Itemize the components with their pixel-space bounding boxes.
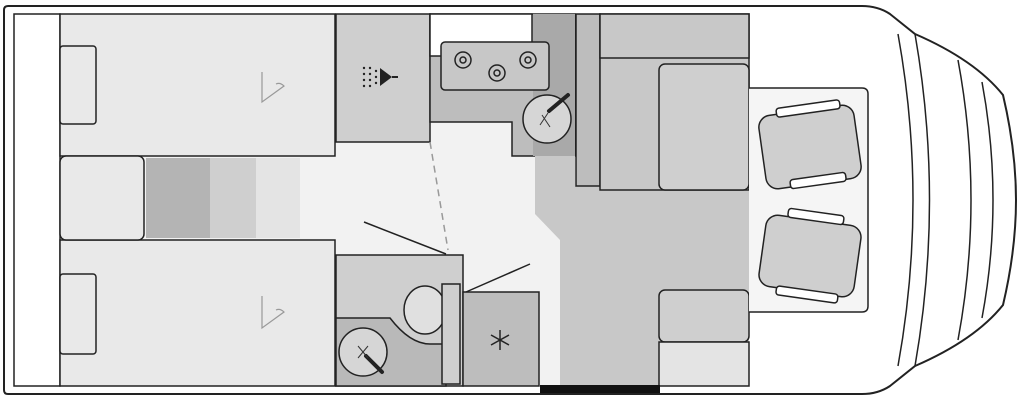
sink-icon bbox=[522, 93, 572, 144]
gas-burner-icon bbox=[454, 51, 537, 82]
cab-seat-icon bbox=[758, 207, 862, 304]
bed-bottom bbox=[59, 239, 336, 387]
bed-step bbox=[59, 155, 145, 241]
pillow-top bbox=[59, 45, 97, 125]
bed-top bbox=[59, 13, 336, 157]
step-shade-2 bbox=[210, 158, 256, 238]
step-shade-3 bbox=[256, 158, 300, 238]
cabinet-top-shelf bbox=[599, 13, 750, 59]
dinette-bench bbox=[658, 341, 750, 387]
fridge-door bbox=[465, 263, 531, 293]
rear-wall-strip bbox=[13, 13, 61, 387]
sliding-door-track bbox=[429, 141, 449, 251]
windshield-outer bbox=[957, 59, 972, 341]
snowflake-icon bbox=[490, 330, 510, 350]
shower-icon bbox=[362, 66, 398, 88]
cab-seat-icon bbox=[758, 99, 862, 190]
sink-icon bbox=[338, 327, 388, 377]
hanger-icon bbox=[261, 72, 285, 104]
windshield-inner bbox=[914, 33, 931, 367]
hood-line bbox=[981, 81, 994, 319]
side-cabinet bbox=[575, 13, 601, 187]
pillow-bottom bbox=[59, 273, 97, 355]
dinette-seat-top bbox=[658, 63, 750, 191]
entry-door bbox=[540, 385, 660, 393]
dinette-seat-bottom bbox=[658, 289, 750, 343]
step-shade-1 bbox=[146, 158, 210, 238]
washroom-door bbox=[363, 221, 447, 255]
dashboard-line bbox=[897, 33, 914, 367]
toilet-icon bbox=[403, 283, 461, 385]
hanger-icon bbox=[261, 296, 285, 330]
